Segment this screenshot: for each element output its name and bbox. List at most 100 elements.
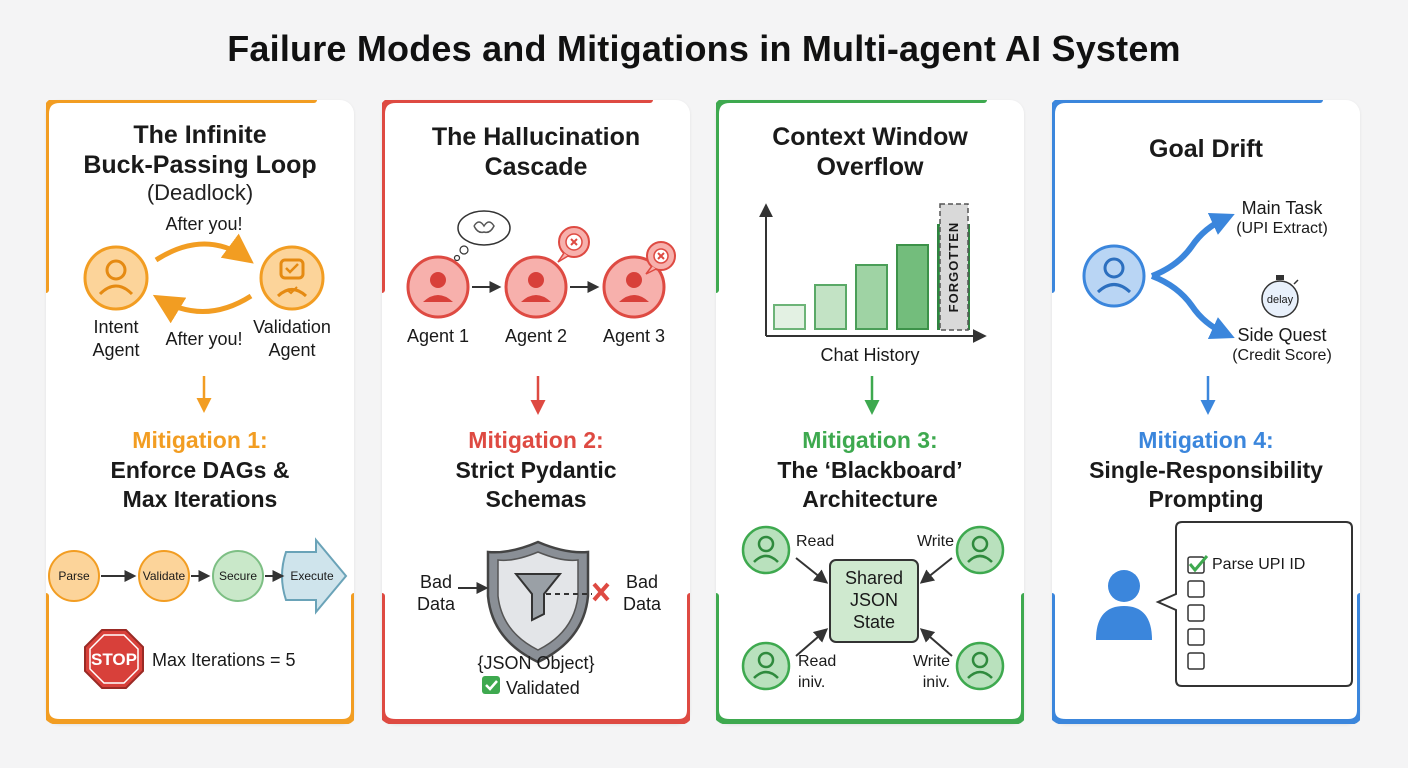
mitigation-line1: Enforce DAGs & [110,457,290,483]
stop-sign-icon [84,629,144,689]
shared-label-2: JSON [849,590,898,610]
arrow-left-curved [152,293,253,324]
shared-label-3: State [852,612,896,632]
agent-icon [955,525,1005,575]
mitigation-label: Mitigation 3: [802,427,938,453]
pipeline-step-execute: Execute [290,569,334,583]
panel-title: Goal Drift [1149,135,1263,163]
agent-2-label: Agent 2 [504,326,568,346]
mitigation-line2: Prompting [1148,486,1264,512]
checkbox-checked-icon [1187,555,1209,574]
intent-agent-label-2: Agent [92,340,140,360]
write-top-label: Write [916,533,954,550]
arrow-bottom-label: After you! [165,329,243,349]
error-bubble-icon [557,226,590,263]
arrow-top-label: After you! [165,214,243,234]
thought-bubble-icon [453,210,511,262]
deadlock-illustration [48,233,348,689]
side-quest-label: Side Quest [1237,325,1327,345]
mitigation-line2: Architecture [802,486,938,512]
bad-data-left-1: Bad [419,572,453,592]
mitigation-label: Mitigation 1: [132,427,268,453]
panel-title-line1: The Infinite [133,121,267,149]
pipeline-step-validate: Validate [142,569,186,583]
mitigation-label: Mitigation 2: [468,427,604,453]
side-quest-sub: (Credit Score) [1232,347,1332,364]
shared-state-box [829,559,919,643]
read-bottom-label-1: Read [798,653,837,670]
checkbox-icon [1187,652,1205,670]
panel-subtitle: (Deadlock) [146,180,254,205]
mitigation-line1: Single-Responsibility [1089,457,1323,483]
agent-icon [955,641,1005,691]
delay-label: delay [1266,294,1294,306]
write-bottom-label-1: Write [912,653,950,670]
pipeline-step-secure: Secure [218,569,258,583]
read-bottom-label-2: iniv. [798,674,826,691]
main-task-label: Main Task [1241,198,1323,218]
json-object-label: {JSON Object} [477,653,595,673]
shield-funnel-icon [486,540,590,664]
agent-icon [741,641,791,691]
agent-icon [741,525,791,575]
context-chart [741,203,1005,691]
agent-1-icon [406,255,470,319]
panel-title-line2: Buck-Passing Loop [83,151,317,179]
panel-title-line2: Overflow [816,153,924,181]
chart-bar [773,304,806,330]
chart-bar [814,284,847,330]
mitigation-line1: The ‘Blackboard’ [777,457,963,483]
stopwatch-icon [1261,275,1299,318]
intent-agent-icon [83,245,149,311]
panel-deadlock: The Infinite Buck-Passing Loop (Deadlock… [46,100,354,724]
checklist-card [1155,521,1353,687]
agent-icon [1082,244,1146,308]
mitigation-line2: Max Iterations [122,486,278,512]
chart-bar [855,264,888,330]
arrow-right-curved [154,233,254,264]
agent-3-label: Agent 3 [602,326,666,346]
forgotten-box [939,203,969,331]
panel-frame-orange [46,100,354,724]
goal-drift-illustration [1082,213,1353,687]
validation-agent-icon [259,245,325,311]
validation-agent-label-2: Agent [268,340,316,360]
panel-hallucination: The Hallucination Cascade Agent 1 Agent … [382,100,690,724]
panel-title-line1: The Hallucination [431,123,641,151]
mitigation-line1: Strict Pydantic [455,457,617,483]
fork-arrow-up [1150,213,1235,279]
shared-label-1: Shared [844,568,904,588]
main-task-sub: (UPI Extract) [1236,220,1328,237]
bad-data-left-2: Data [416,594,456,614]
hallucination-illustration [406,210,676,694]
pipeline-step-parse: Parse [58,569,90,583]
check-icon [482,676,500,694]
panel-title-line1: Context Window [772,123,968,151]
chat-history-label: Chat History [820,345,920,365]
panel-frame-blue [1052,100,1360,724]
validation-agent-label-1: Validation [253,317,331,337]
intent-agent-label-1: Intent [93,317,139,337]
error-bubble-icon [645,241,676,275]
stop-sign-text: STOP [91,650,137,669]
bad-data-right-1: Bad [625,572,659,592]
panel-context-overflow: Context Window Overflow FORGOTTEN Chat H… [716,100,1024,724]
forgotten-label: FORGOTTEN [946,221,961,313]
mitigation-label: Mitigation 4: [1138,427,1274,453]
chart-bar [896,244,929,330]
agent-1-label: Agent 1 [406,326,470,346]
mitigation-line2: Schemas [485,486,587,512]
fork-arrow-down [1150,273,1235,339]
checklist-item-1: Parse UPI ID [1212,556,1306,573]
user-icon [1096,570,1152,640]
panel-frame-red [382,100,690,724]
max-iterations-label: Max Iterations = 5 [152,650,296,670]
agent-2-icon [504,255,568,319]
page-title: Failure Modes and Mitigations in Multi-a… [227,28,1181,69]
read-top-label: Read [796,533,835,550]
write-bottom-label-2: iniv. [922,674,950,691]
bad-data-right-2: Data [622,594,662,614]
validated-label: Validated [506,678,580,698]
checkbox-icon [1187,604,1205,622]
reject-x-icon [592,582,610,602]
